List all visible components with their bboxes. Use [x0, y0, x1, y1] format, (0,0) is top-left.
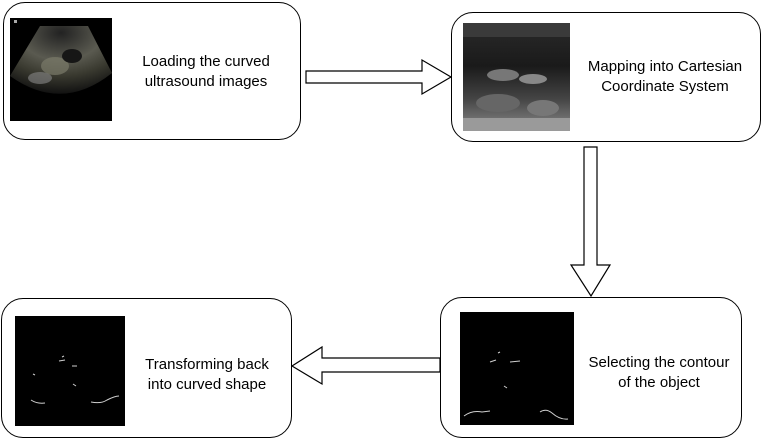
curved-ultrasound-image	[10, 18, 112, 121]
step-label-map: Mapping into Cartesian Coordinate System	[587, 58, 743, 95]
contour-selection-image	[460, 312, 574, 425]
step-box-select: Selecting the contour of the object	[440, 297, 742, 438]
arrow-down	[569, 146, 612, 298]
step-label-load: Loading the curved ultrasound images	[142, 53, 270, 90]
arrow-right	[305, 58, 453, 96]
arrow-left	[290, 345, 441, 386]
step-box-map: Mapping into Cartesian Coordinate System	[451, 12, 761, 142]
step-box-load: Loading the curved ultrasound images	[3, 2, 301, 140]
curved-contour-image	[15, 316, 125, 426]
step-label-transform: Transforming back into curved shape	[145, 356, 269, 393]
step-label-select: Selecting the contour of the object	[588, 354, 730, 391]
step-box-transform: Transforming back into curved shape	[1, 298, 292, 438]
cartesian-ultrasound-image	[463, 23, 570, 131]
